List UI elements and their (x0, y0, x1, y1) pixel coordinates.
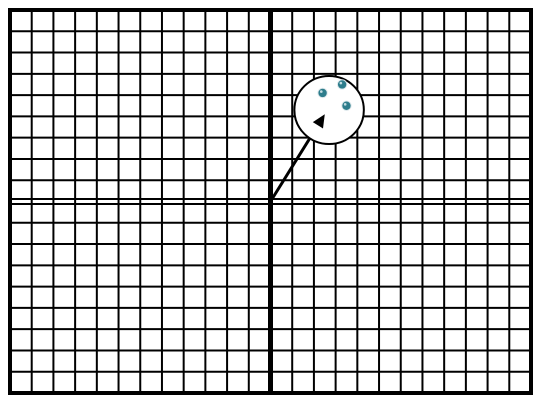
data-point-shine (344, 103, 347, 106)
data-point (338, 80, 346, 88)
cluster-circle (294, 76, 363, 144)
data-point-shine (340, 82, 343, 85)
cluster-circle-shape (294, 76, 363, 144)
data-point (318, 89, 326, 97)
data-point (342, 102, 350, 110)
data-point-shine (320, 90, 323, 93)
